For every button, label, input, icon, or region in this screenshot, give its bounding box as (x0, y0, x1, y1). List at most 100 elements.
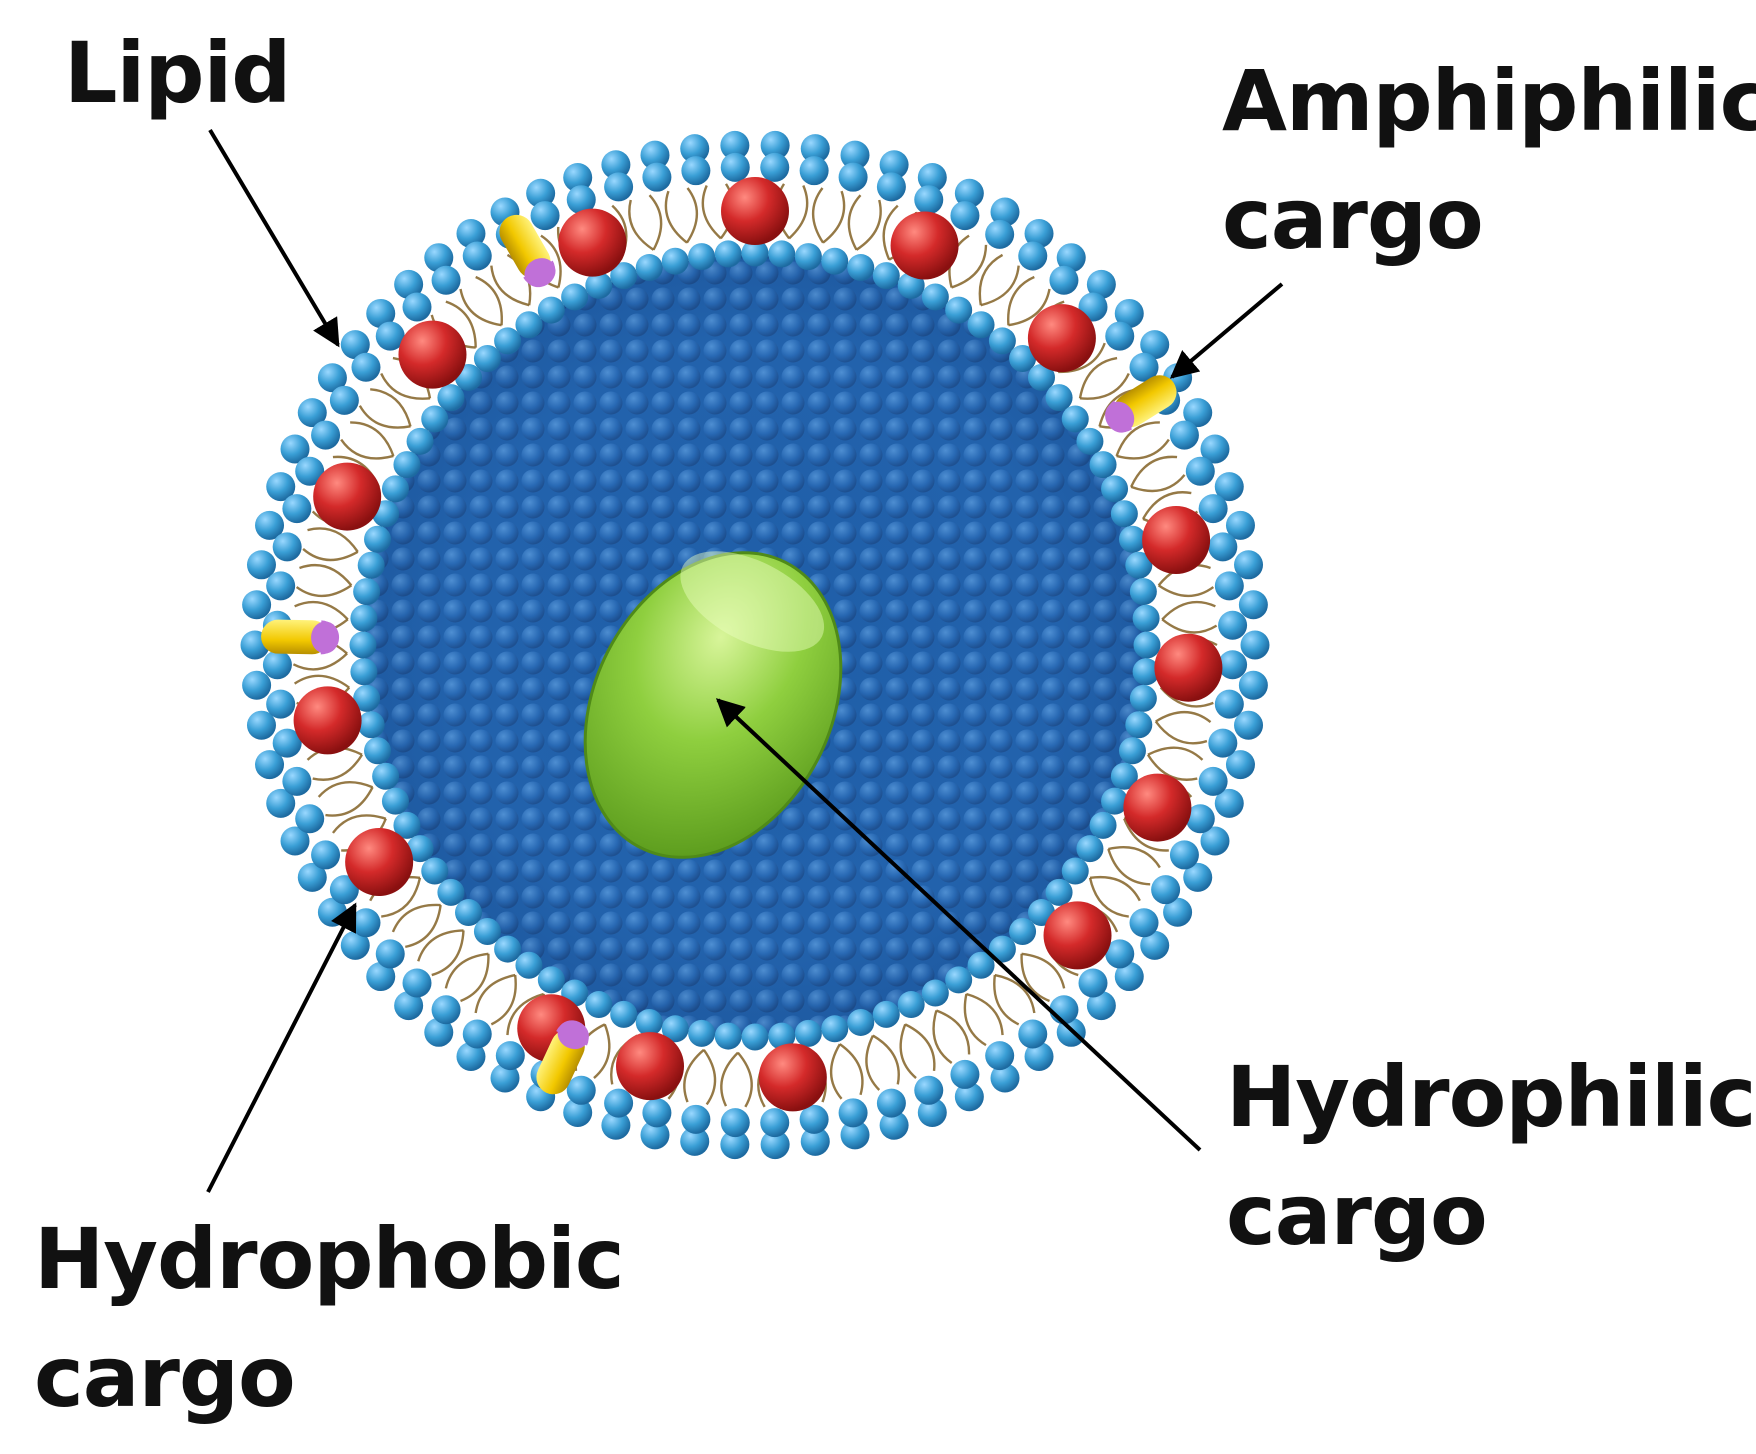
lipid-head (402, 292, 432, 322)
lipid-head (266, 788, 296, 818)
lipid-tail (1123, 818, 1169, 852)
lipid-head (1024, 219, 1054, 249)
lipid-head (1049, 995, 1079, 1025)
lipid-head-inner (1076, 835, 1104, 863)
lipid-head-inner (1089, 451, 1117, 479)
lipid-head (266, 689, 296, 719)
hydrophobic-cargo-sphere (890, 211, 959, 280)
lipid-head (255, 750, 285, 780)
amphiphilic-cargo (261, 619, 340, 655)
hydrophobic-cargo-sphere (758, 1043, 827, 1112)
lipid-tail (872, 1034, 900, 1085)
lipid-tail (1161, 600, 1216, 621)
lipid-head-inner (872, 262, 900, 290)
lipid-head (262, 650, 292, 680)
lipid-head-inner (967, 951, 995, 979)
lipid-head-inner (610, 1000, 638, 1028)
lipid-head (1225, 750, 1255, 780)
lipid-head-inner (1133, 631, 1161, 659)
lipid-head-inner (393, 811, 421, 839)
lipid-tail (1108, 846, 1161, 869)
lipid-head-inner (1061, 405, 1089, 433)
lipid-tail (683, 1048, 705, 1103)
label-amphiphilic-line-2: cargo (1222, 170, 1484, 268)
lipid-head (246, 550, 276, 580)
lipid-head (1129, 352, 1159, 382)
lipid-head (760, 1130, 790, 1160)
label-hydrophobic-line-1: Hydrophobic (34, 1210, 625, 1308)
lipid-head (1185, 456, 1215, 486)
lipid-head (990, 1063, 1020, 1093)
lipid-head (760, 1108, 790, 1138)
lipid-head (526, 178, 556, 208)
lipid-tail (381, 877, 422, 918)
lipid-head-inner (1027, 363, 1055, 391)
lipid-head-inner (945, 966, 973, 994)
lipid-head (1169, 420, 1199, 450)
lipid-tail (951, 244, 988, 289)
lipid-head-inner (515, 311, 543, 339)
lipid-head (1049, 265, 1079, 295)
arrows (206, 128, 1284, 1193)
lipid-tail (506, 992, 544, 1036)
lipid-tail (325, 786, 374, 817)
lipid-head-inner (661, 1015, 689, 1043)
lipid-tail (331, 814, 387, 834)
liposome (240, 130, 1270, 1160)
lipid-tail (1157, 584, 1215, 598)
lipid-head (1214, 472, 1244, 502)
lipid-tail (1115, 421, 1160, 457)
lipid-head-inner (794, 243, 822, 271)
lipid-head (840, 1120, 870, 1150)
lipid-head-inner (357, 551, 385, 579)
lipid-head-inner (364, 737, 392, 765)
lipid-head (394, 991, 424, 1021)
lipid-head (1169, 840, 1199, 870)
lipid-head-inner (1089, 811, 1117, 839)
lipid-tail (822, 190, 846, 244)
lipid-head-inner (1076, 427, 1104, 455)
hydrophobic-cargo-sphere (1027, 304, 1096, 373)
lipid-head-inner (688, 243, 716, 271)
lipid-head (876, 172, 906, 202)
lipid-head-inner (406, 427, 434, 455)
lipid-tail (1007, 275, 1035, 326)
lipid-head (266, 571, 296, 601)
lipid-tail (994, 973, 1036, 1014)
lipid-head (680, 134, 710, 164)
hydrophobic-cargo-group (293, 177, 1223, 1112)
lipid-tail (292, 652, 348, 671)
lipid-head (317, 363, 347, 393)
lipid-head-inner (847, 1008, 875, 1036)
lipid-head (604, 1088, 634, 1118)
lipid-head (838, 162, 868, 192)
label-hydrophobic-cargo: Hydrophobic cargo (34, 1200, 625, 1436)
lipid-head (954, 178, 984, 208)
lipid-tail (1155, 710, 1212, 723)
lipid-head (340, 930, 370, 960)
label-hydrophilic-cargo: Hydrophilic cargo (1226, 1038, 1756, 1274)
lipid-head (799, 156, 829, 186)
lipid-head (799, 1104, 829, 1134)
lipid-head (431, 995, 461, 1025)
lipid-tail (358, 405, 411, 429)
label-amphiphilic-line-1: Amphiphilic (1222, 52, 1756, 150)
lipid-head-inner (585, 271, 613, 299)
lipid-tail (312, 754, 364, 781)
lipid-head-inner (768, 240, 796, 268)
amphiphilic-tip-cap (1105, 401, 1135, 433)
lipid-head (760, 152, 790, 182)
hydrophobic-cargo-sphere (1142, 506, 1211, 575)
lipid-head (1114, 962, 1144, 992)
lipid-head (681, 156, 711, 186)
lipid-head (1129, 908, 1159, 938)
lipid-head (1240, 630, 1270, 660)
lipid-tail (299, 563, 353, 587)
lipid-head-inner (1125, 551, 1153, 579)
label-lipid-line-1: Lipid (64, 24, 291, 122)
lipid-head (431, 265, 461, 295)
lipid-tail (593, 1023, 611, 1079)
lipid-tail (1130, 474, 1186, 493)
lipid-head (1238, 670, 1268, 700)
lipid-head (329, 385, 359, 415)
